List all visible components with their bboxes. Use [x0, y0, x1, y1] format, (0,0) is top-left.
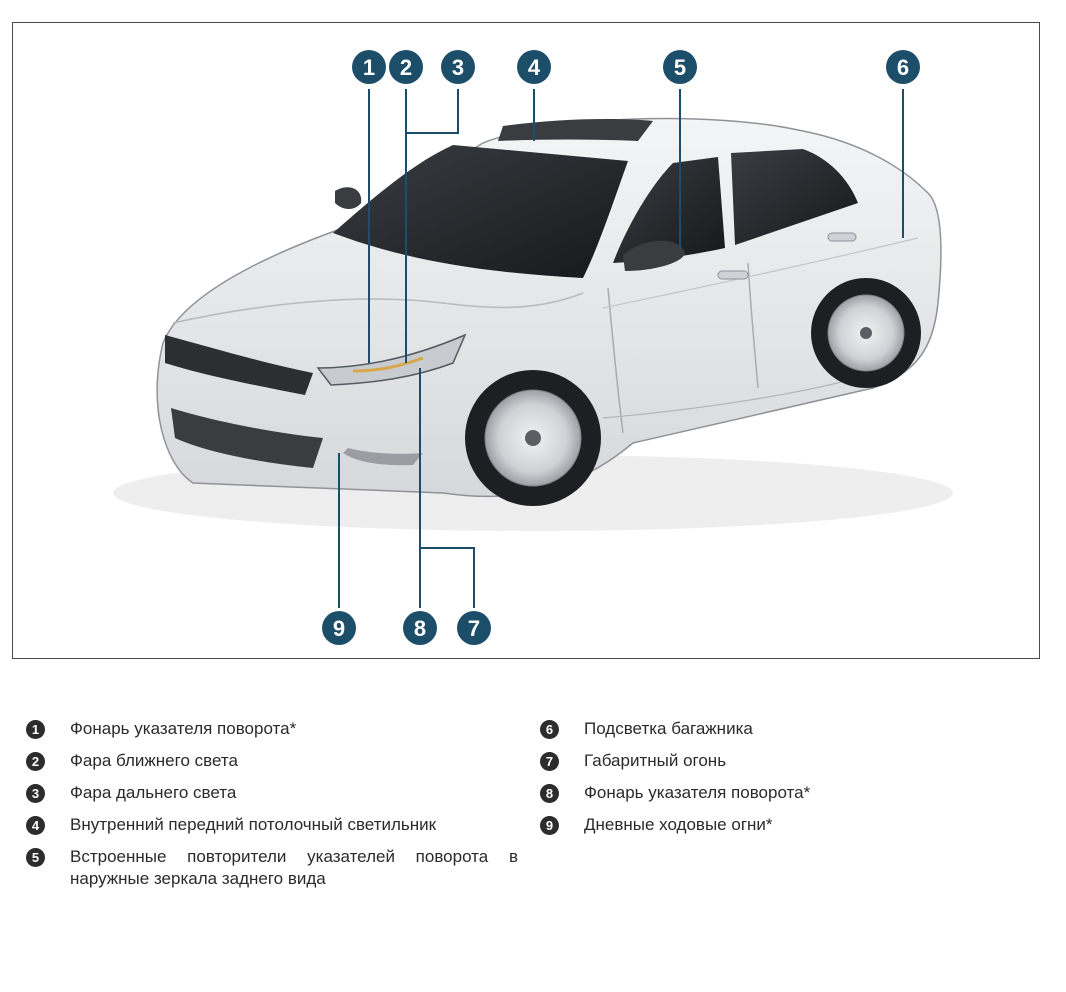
- legend-number: 1: [26, 720, 45, 739]
- svg-text:3: 3: [452, 55, 464, 80]
- legend-number: 2: [26, 752, 45, 771]
- callout-3: 3: [441, 50, 475, 84]
- legend-number: 8: [540, 784, 559, 803]
- legend-item: 3 Фара дальнего света: [26, 782, 518, 804]
- right-mirror: [623, 240, 685, 271]
- legend-text: Фонарь указателя поворота*: [584, 783, 811, 802]
- callout-4: 4: [517, 50, 551, 84]
- legend-number: 7: [540, 752, 559, 771]
- svg-text:4: 4: [528, 55, 541, 80]
- legend-number: 4: [26, 816, 45, 835]
- svg-text:9: 9: [333, 616, 345, 641]
- legend-left-column: 1 Фонарь указателя поворота* 2 Фара ближ…: [26, 718, 518, 900]
- legend-text: Фара ближнего света: [70, 751, 238, 770]
- car-lighting-figure: 1 2 3 4 5 6 7 8 9: [12, 22, 1040, 659]
- legend-item: 7 Габаритный огонь: [540, 750, 960, 772]
- legend-number: 3: [26, 784, 45, 803]
- legend-text: Подсветка багажника: [584, 719, 753, 738]
- leader-lines: [338, 89, 904, 608]
- legend-number: 9: [540, 816, 559, 835]
- svg-text:1: 1: [363, 55, 375, 80]
- legend-text: Встроенные повторители указателей поворо…: [70, 847, 518, 888]
- legend-text: Фонарь указателя поворота*: [70, 719, 297, 738]
- callout-2: 2: [389, 50, 423, 84]
- headlight: [316, 333, 467, 386]
- svg-text:2: 2: [400, 55, 412, 80]
- svg-text:6: 6: [897, 55, 909, 80]
- left-mirror: [335, 187, 362, 209]
- callout-5: 5: [663, 50, 697, 84]
- legend-number: 6: [540, 720, 559, 739]
- lower-grille: [171, 408, 323, 468]
- legend-item: 2 Фара ближнего света: [26, 750, 518, 772]
- legend-right-column: 6 Подсветка багажника 7 Габаритный огонь…: [540, 718, 960, 846]
- front-side-window: [613, 157, 725, 263]
- legend-item: 1 Фонарь указателя поворота*: [26, 718, 518, 740]
- legend-item: 8 Фонарь указателя поворота*: [540, 782, 960, 804]
- callout-6: 6: [886, 50, 920, 84]
- legend-item: 9 Дневные ходовые огни*: [540, 814, 960, 836]
- legend-text: Габаритный огонь: [584, 751, 727, 770]
- legend-text: Внутренний передний потолочный светильни…: [70, 815, 437, 834]
- rear-side-window: [731, 149, 858, 245]
- legend-item: 6 Подсветка багажника: [540, 718, 960, 740]
- callout-8: 8: [403, 611, 437, 645]
- svg-text:5: 5: [674, 55, 686, 80]
- car-illustration: 1 2 3 4 5 6 7 8 9: [113, 50, 953, 645]
- svg-text:7: 7: [468, 616, 480, 641]
- legend-item: 5 Встроенные повторители указателей пово…: [26, 846, 518, 890]
- legend-item: 4 Внутренний передний потолочный светиль…: [26, 814, 518, 836]
- front-grille: [165, 335, 313, 395]
- legend-number: 5: [26, 848, 45, 867]
- sunroof: [498, 118, 653, 141]
- legend-text: Фара дальнего света: [70, 783, 237, 802]
- svg-text:8: 8: [414, 616, 426, 641]
- legend-text: Дневные ходовые огни*: [584, 815, 773, 834]
- callout-1: 1: [352, 50, 386, 84]
- callout-7: 7: [457, 611, 491, 645]
- callout-9: 9: [322, 611, 356, 645]
